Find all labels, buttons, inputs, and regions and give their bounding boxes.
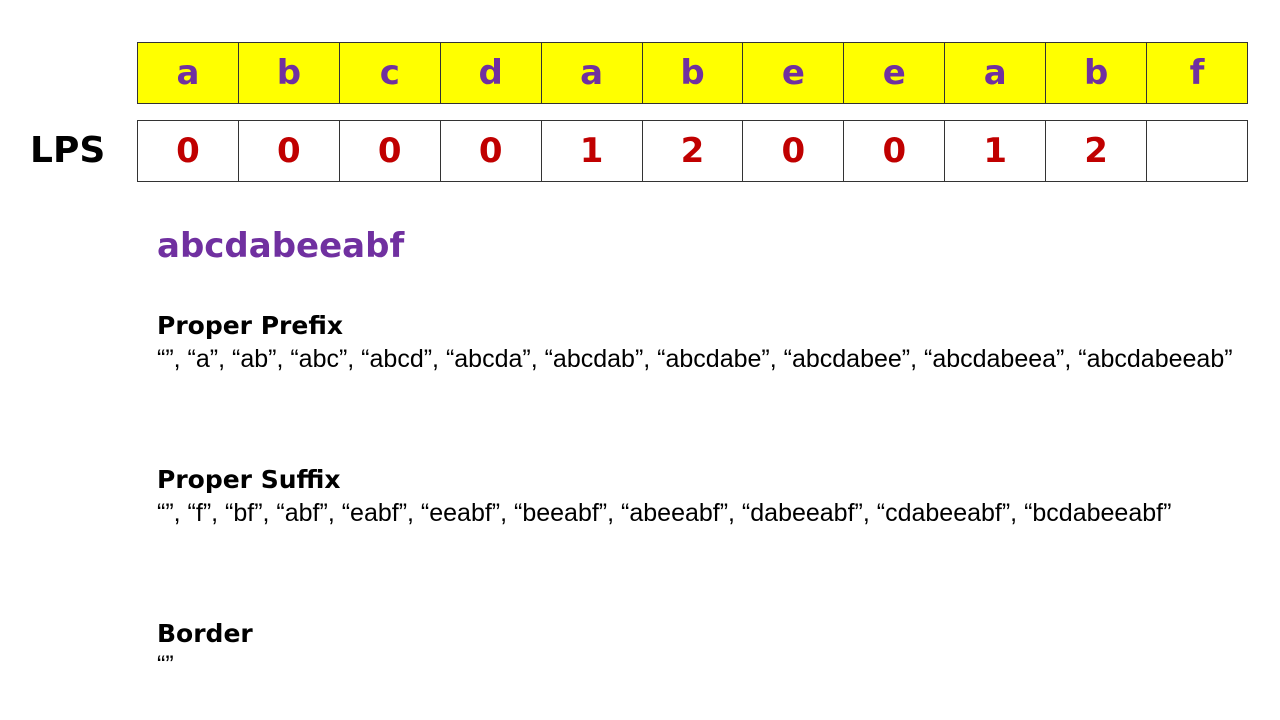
lps-label: LPS bbox=[30, 130, 106, 171]
proper-prefix-heading: Proper Prefix bbox=[157, 311, 343, 340]
lps-row: 0 0 0 0 1 2 0 0 1 2 bbox=[137, 120, 1248, 182]
char-cell: a bbox=[541, 43, 643, 104]
lps-cell: 0 bbox=[339, 121, 441, 182]
lps-cell bbox=[1147, 121, 1248, 182]
pattern-string: abcdabeeabf bbox=[157, 226, 405, 266]
lps-cell: 0 bbox=[238, 121, 340, 182]
char-cell: b bbox=[642, 43, 744, 104]
char-cell: f bbox=[1147, 43, 1248, 104]
lps-cell: 0 bbox=[743, 121, 845, 182]
lps-cell: 2 bbox=[642, 121, 744, 182]
char-cell: b bbox=[1046, 43, 1148, 104]
lps-cell: 0 bbox=[844, 121, 946, 182]
char-cell: a bbox=[945, 43, 1047, 104]
char-cell: c bbox=[339, 43, 441, 104]
char-cell: d bbox=[440, 43, 542, 104]
proper-suffix-list: “”, “f”, “bf”, “abf”, “eabf”, “eeabf”, “… bbox=[157, 499, 1172, 527]
proper-prefix-list: “”, “a”, “ab”, “abc”, “abcd”, “abcda”, “… bbox=[157, 345, 1233, 373]
char-cell: e bbox=[743, 43, 845, 104]
border-list: “” bbox=[157, 651, 174, 679]
lps-cell: 1 bbox=[541, 121, 643, 182]
lps-cell: 0 bbox=[440, 121, 542, 182]
lps-cell: 1 bbox=[945, 121, 1047, 182]
char-cell: e bbox=[844, 43, 946, 104]
char-cell: b bbox=[238, 43, 340, 104]
border-heading: Border bbox=[157, 619, 253, 648]
character-row: a b c d a b e e a b f bbox=[137, 42, 1248, 104]
proper-suffix-heading: Proper Suffix bbox=[157, 465, 341, 494]
lps-cell: 0 bbox=[138, 121, 239, 182]
char-cell: a bbox=[138, 43, 239, 104]
lps-cell: 2 bbox=[1046, 121, 1148, 182]
